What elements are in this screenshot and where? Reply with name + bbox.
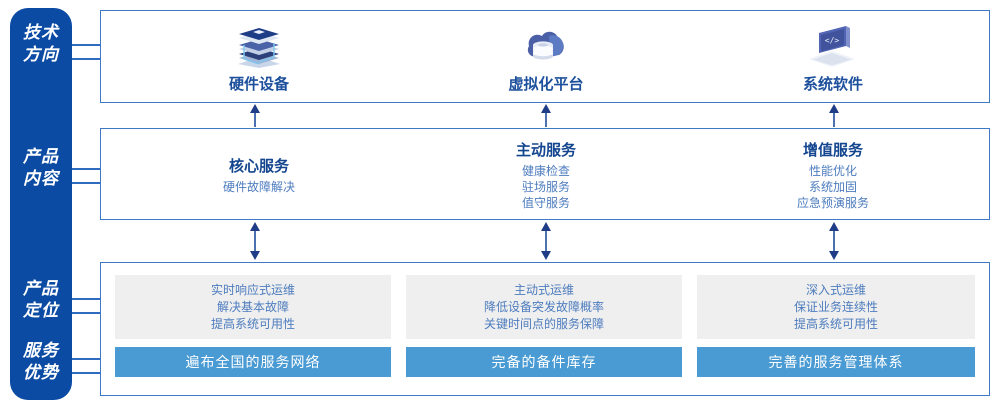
positioning-line: 保证业务连续性	[793, 299, 878, 314]
content-line: 值守服务	[521, 196, 570, 210]
connector-content-2	[72, 182, 101, 184]
double-arrow-value-added	[828, 222, 840, 260]
double-arrow-proactive	[540, 222, 552, 260]
double-arrow-core	[249, 222, 261, 260]
positioning-advantage-panel: 实时响应式运维 解决基本故障 提高系统可用性 主动式运维 降低设备突发故障概率 …	[100, 262, 990, 396]
tech-column-hardware[interactable]: 硬件设备	[111, 11, 407, 104]
content-column-value-added[interactable]: 增值服务 性能优化 系统加固 应急预演服务	[685, 129, 981, 221]
server-stack-icon	[232, 21, 286, 69]
rail-label-line2: 优势	[23, 363, 59, 382]
advantage-bar-network[interactable]: 遍布全国的服务网络	[115, 347, 391, 377]
positioning-line: 解决基本故障	[216, 299, 289, 314]
positioning-line: 深入式运维	[805, 282, 866, 297]
tech-column-software[interactable]: </> 系统软件	[685, 11, 981, 104]
positioning-line: 实时响应式运维	[210, 282, 295, 297]
rail-label-tech-direction: 技术 方向	[10, 22, 72, 66]
rail-label-product-content: 产品 内容	[10, 146, 72, 190]
connector-position-1	[72, 298, 101, 300]
rail-label-service-advantage: 服务 优势	[10, 340, 72, 384]
rail-label-line1: 产品	[23, 147, 59, 166]
rail-label-line2: 内容	[23, 169, 59, 188]
product-content-panel: 核心服务 硬件故障解决 主动服务 健康检查 驻场服务 值守服务 增值服务 性能优…	[100, 128, 990, 220]
cloud-database-icon	[519, 21, 573, 69]
tech-direction-panel: 硬件设备 虚拟化平台	[100, 10, 990, 103]
tech-column-virtualization[interactable]: 虚拟化平台	[398, 11, 694, 104]
up-arrow-virtualization	[540, 104, 552, 127]
rail-label-line2: 定位	[23, 301, 59, 320]
advantage-bar-management[interactable]: 完善的服务管理体系	[697, 347, 975, 377]
content-line: 驻场服务	[521, 180, 570, 194]
laptop-code-icon: </>	[805, 21, 861, 69]
positioning-line: 提高系统可用性	[793, 316, 878, 331]
tech-title-virtualization: 虚拟化平台	[508, 76, 584, 93]
rail-label-line1: 服务	[23, 341, 59, 360]
positioning-box-indepth[interactable]: 深入式运维 保证业务连续性 提高系统可用性	[697, 275, 975, 339]
rail-label-product-position: 产品 定位	[10, 278, 72, 322]
content-line: 性能优化	[808, 164, 857, 178]
svg-text:</>: </>	[825, 36, 840, 45]
up-arrow-hardware	[249, 104, 261, 127]
connector-position-2	[72, 312, 101, 314]
content-title-core: 核心服务	[228, 158, 289, 175]
positioning-line: 关键时间点的服务保障	[483, 316, 604, 331]
positioning-box-proactive[interactable]: 主动式运维 降低设备突发故障概率 关键时间点的服务保障	[406, 275, 682, 339]
tech-title-hardware: 硬件设备	[228, 76, 289, 93]
connector-content-1	[72, 168, 101, 170]
content-line: 硬件故障解决	[222, 180, 295, 194]
content-title-proactive: 主动服务	[515, 142, 576, 159]
rail-label-line1: 产品	[23, 279, 59, 298]
content-column-proactive[interactable]: 主动服务 健康检查 驻场服务 值守服务	[398, 129, 694, 221]
rail-label-line2: 方向	[23, 45, 59, 64]
positioning-line: 降低设备突发故障概率	[483, 299, 604, 314]
advantage-bar-inventory[interactable]: 完备的备件库存	[406, 347, 682, 377]
content-line: 应急预演服务	[796, 196, 869, 210]
positioning-box-realtime[interactable]: 实时响应式运维 解决基本故障 提高系统可用性	[115, 275, 391, 339]
positioning-line: 主动式运维	[513, 282, 574, 297]
rail-label-line1: 技术	[23, 23, 59, 42]
content-column-core[interactable]: 核心服务 硬件故障解决	[111, 129, 407, 221]
left-rail	[10, 8, 72, 400]
content-title-value-added: 增值服务	[802, 142, 863, 159]
positioning-line: 提高系统可用性	[210, 316, 295, 331]
content-line: 系统加固	[808, 180, 857, 194]
connector-advantage-2	[72, 372, 101, 374]
connector-tech-1	[72, 44, 101, 46]
connector-advantage-1	[72, 358, 101, 360]
connector-tech-2	[72, 58, 101, 60]
content-line: 健康检查	[521, 164, 570, 178]
tech-title-software: 系统软件	[802, 76, 863, 93]
up-arrow-software	[828, 104, 840, 127]
